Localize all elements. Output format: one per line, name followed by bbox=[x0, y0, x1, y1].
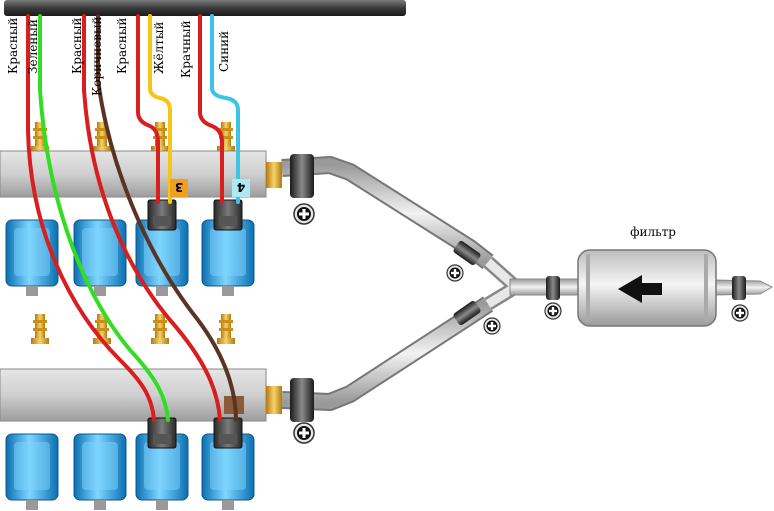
hose-clamp-tee-upper bbox=[446, 240, 481, 282]
wire-label-8: Синий bbox=[217, 31, 231, 72]
hose-clamp-filter-in bbox=[544, 276, 562, 320]
wire-brown bbox=[96, 14, 238, 422]
wire-yellow bbox=[148, 14, 172, 204]
flow-direction-arrow-icon bbox=[618, 275, 662, 303]
wire-cyan bbox=[210, 14, 240, 204]
upper-injector-1 bbox=[5, 219, 59, 297]
wires bbox=[26, 14, 240, 422]
hose-clamp-filter-out bbox=[731, 276, 749, 322]
lower-injector-1 bbox=[5, 433, 59, 511]
wire-label-4: Коричневый bbox=[90, 16, 104, 96]
hose-clamp-upper bbox=[290, 154, 315, 225]
wire-labels: Красный Зеленый Красный Коричневый Красн… bbox=[6, 16, 231, 96]
injector-number-badge-4: 4 bbox=[232, 179, 250, 197]
wire-red-1 bbox=[26, 14, 156, 422]
wiring-harness-bar bbox=[4, 0, 406, 16]
lower-injector-2 bbox=[73, 433, 127, 511]
hose-clamp-tee-lower bbox=[453, 300, 501, 335]
gas-filter bbox=[577, 249, 717, 327]
wire-red-2 bbox=[82, 14, 222, 422]
wire-label-3: Красный bbox=[70, 18, 84, 74]
wire-label-6: Жёлтый bbox=[152, 22, 166, 74]
upper-injector-4 bbox=[201, 219, 255, 297]
injector-number-badge-3: 3 bbox=[170, 179, 188, 197]
lower-injector-rail bbox=[0, 314, 282, 511]
wire-label-7: Крачный bbox=[179, 20, 193, 78]
wire-red-4 bbox=[198, 14, 224, 204]
svg-text:3: 3 bbox=[175, 180, 183, 194]
wire-green bbox=[38, 14, 170, 422]
hose-clamp-lower bbox=[290, 378, 315, 444]
svg-text:4: 4 bbox=[237, 180, 245, 194]
wire-red-3 bbox=[136, 14, 160, 204]
filter-label: фильтр bbox=[630, 225, 676, 239]
wire-label-5: Красный bbox=[115, 18, 129, 74]
wire-label-1: Красный bbox=[6, 18, 20, 74]
wire-label-2: Зеленый bbox=[26, 19, 40, 74]
